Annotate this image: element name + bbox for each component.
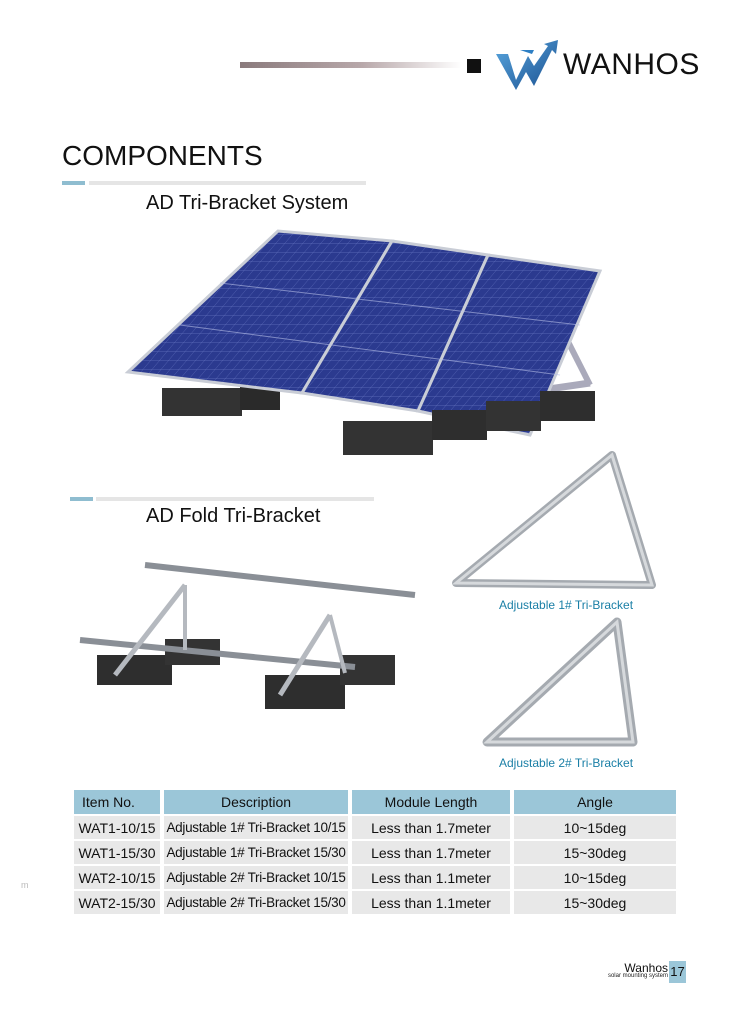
cell-description: Adjustable 2# Tri-Bracket 15/30 — [164, 891, 348, 914]
section-rule-accent — [70, 497, 93, 501]
cell-description: Adjustable 2# Tri-Bracket 10/15 — [164, 866, 348, 889]
page-title: COMPONENTS — [62, 140, 263, 171]
header-square-bullet — [467, 59, 481, 73]
caption-bracket-1: Adjustable 1# Tri-Bracket — [499, 598, 634, 612]
table-header-row: Item No. Description Module Length Angle — [74, 790, 676, 814]
spec-table: Item No. Description Module Length Angle… — [70, 788, 680, 916]
cell-angle: 15~30deg — [514, 891, 676, 914]
header-description: Description — [164, 790, 348, 814]
margin-mark: m — [21, 880, 29, 890]
title-rule — [89, 181, 366, 185]
cell-angle: 15~30deg — [514, 841, 676, 864]
cell-description: Adjustable 1# Tri-Bracket 10/15 — [164, 816, 348, 839]
cell-description: Adjustable 1# Tri-Bracket 15/30 — [164, 841, 348, 864]
cell-item-no: WAT2-10/15 — [74, 866, 160, 889]
section-rule — [96, 497, 374, 501]
cell-module-length: Less than 1.7meter — [352, 816, 510, 839]
cell-item-no: WAT1-10/15 — [74, 816, 160, 839]
header-item-no: Item No. — [74, 790, 160, 814]
wanhos-w-logo-icon — [496, 40, 558, 90]
table-row: WAT1-10/15 Adjustable 1# Tri-Bracket 10/… — [74, 816, 676, 839]
caption-bracket-2: Adjustable 2# Tri-Bracket — [499, 756, 634, 770]
brand-name: WANHOS — [563, 48, 700, 81]
cell-item-no: WAT2-15/30 — [74, 891, 160, 914]
title-rule-accent — [62, 181, 85, 185]
footer-brand: Wanhos — [624, 961, 668, 975]
header-angle: Angle — [514, 790, 676, 814]
table-row: WAT2-15/30 Adjustable 2# Tri-Bracket 15/… — [74, 891, 676, 914]
cell-module-length: Less than 1.1meter — [352, 866, 510, 889]
section-title-tri-bracket-system: AD Tri-Bracket System — [146, 192, 349, 214]
page-number: 17 — [669, 961, 686, 983]
header-module-length: Module Length — [352, 790, 510, 814]
table-row: WAT2-10/15 Adjustable 2# Tri-Bracket 10/… — [74, 866, 676, 889]
header-decorative-line — [240, 62, 462, 68]
solar-panel-array-tri-bracket-image — [124, 229, 603, 455]
adjustable-2-tri-bracket-image — [482, 617, 638, 747]
cell-item-no: WAT1-15/30 — [74, 841, 160, 864]
section-title-fold-tri-bracket: AD Fold Tri-Bracket — [146, 505, 321, 527]
table-row: WAT1-15/30 Adjustable 1# Tri-Bracket 15/… — [74, 841, 676, 864]
adjustable-1-tri-bracket-image — [452, 451, 656, 589]
fold-tri-bracket-frame-image — [79, 562, 416, 709]
cell-angle: 10~15deg — [514, 816, 676, 839]
footer-subtitle: solar mounting system — [607, 973, 668, 979]
cell-angle: 10~15deg — [514, 866, 676, 889]
cell-module-length: Less than 1.7meter — [352, 841, 510, 864]
cell-module-length: Less than 1.1meter — [352, 891, 510, 914]
